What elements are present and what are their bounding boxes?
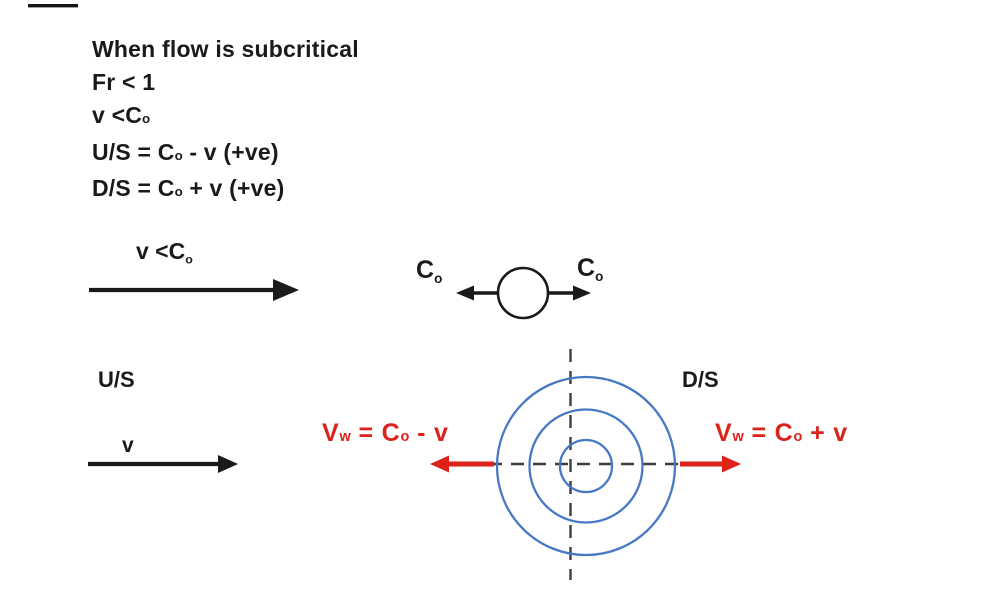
downstream-equation: D/S = Co + v (+ve) <box>92 172 359 208</box>
right-wave-celerity-subscript: o <box>595 269 604 285</box>
upstream-equation-tail: - v (+ve) <box>182 138 279 165</box>
flow-arrow-label-text: v <C <box>136 238 186 264</box>
downstream-label: D/S <box>682 367 719 392</box>
velocity-condition: v <Co <box>92 99 359 135</box>
top-edge-artifact-line <box>28 4 78 8</box>
left-wave-celerity-subscript: o <box>434 271 443 287</box>
wave-left-arrow-head <box>456 285 474 301</box>
left-wave-celerity-text: C <box>416 256 435 284</box>
right-eq-v-subscript: w <box>732 429 744 445</box>
flow-arrow-label: v <Co <box>136 238 193 267</box>
right-eq-c-subscript: o <box>793 429 803 445</box>
wavefront-circle-outer <box>495 375 677 557</box>
wave-source-group <box>456 266 591 320</box>
subcritical-flow-arrow-head <box>273 279 299 301</box>
downstream-equation-subscript: o <box>174 183 183 199</box>
flow-arrow-label-subscript: o <box>185 252 193 267</box>
wave-right-arrow-head <box>573 285 591 301</box>
wave-speed-left-arrow-head <box>430 455 449 473</box>
velocity-label: v <box>122 434 134 457</box>
wave-source-circle <box>496 266 550 320</box>
left-eq-v-subscript: w <box>339 429 351 445</box>
left-eq-tail: - v <box>409 419 449 447</box>
froude-condition: Fr < 1 <box>92 69 156 96</box>
right-eq-v: V <box>715 419 733 447</box>
velocity-condition-text: v <C <box>92 102 143 129</box>
upstream-equation-subscript: o <box>174 147 183 163</box>
right-wave-celerity-text: C <box>577 254 596 282</box>
upstream-equation-text: U/S = C <box>92 138 175 165</box>
velocity-condition-subscript: o <box>142 111 151 127</box>
downstream-equation-text: D/S = C <box>92 174 175 201</box>
subcritical-flow-arrow <box>89 279 299 301</box>
left-eq-mid: = C <box>350 419 401 447</box>
upstream-equation: U/S = Co - v (+ve) <box>92 136 359 172</box>
right-wave-speed-equation: Vw = Co + v <box>715 419 848 448</box>
crosshair-dashed-lines <box>489 349 686 580</box>
velocity-arrow-head <box>218 455 238 473</box>
left-eq-c-subscript: o <box>400 429 410 445</box>
conditions-block: When flow is subcritical Fr < 1 v <Co U/… <box>92 33 359 208</box>
wave-speed-arrows <box>430 455 741 473</box>
right-eq-mid: = C <box>743 419 794 447</box>
wavefront-circle-middle <box>528 408 644 524</box>
left-eq-v: V <box>322 419 340 447</box>
left-wave-speed-equation: Vw = Co - v <box>322 419 449 448</box>
upstream-label: U/S <box>98 367 135 392</box>
slide-title: When flow is subcritical <box>92 36 359 62</box>
downstream-equation-tail: + v (+ve) <box>182 174 285 201</box>
right-eq-tail: + v <box>802 419 848 447</box>
wave-speed-right-arrow-head <box>722 455 741 473</box>
wavefront-circle-inner <box>558 438 614 494</box>
wavefront-circles <box>495 375 677 557</box>
left-wave-celerity-label: Co <box>416 256 443 287</box>
right-wave-celerity-label: Co <box>577 254 604 285</box>
velocity-arrow <box>88 455 238 473</box>
